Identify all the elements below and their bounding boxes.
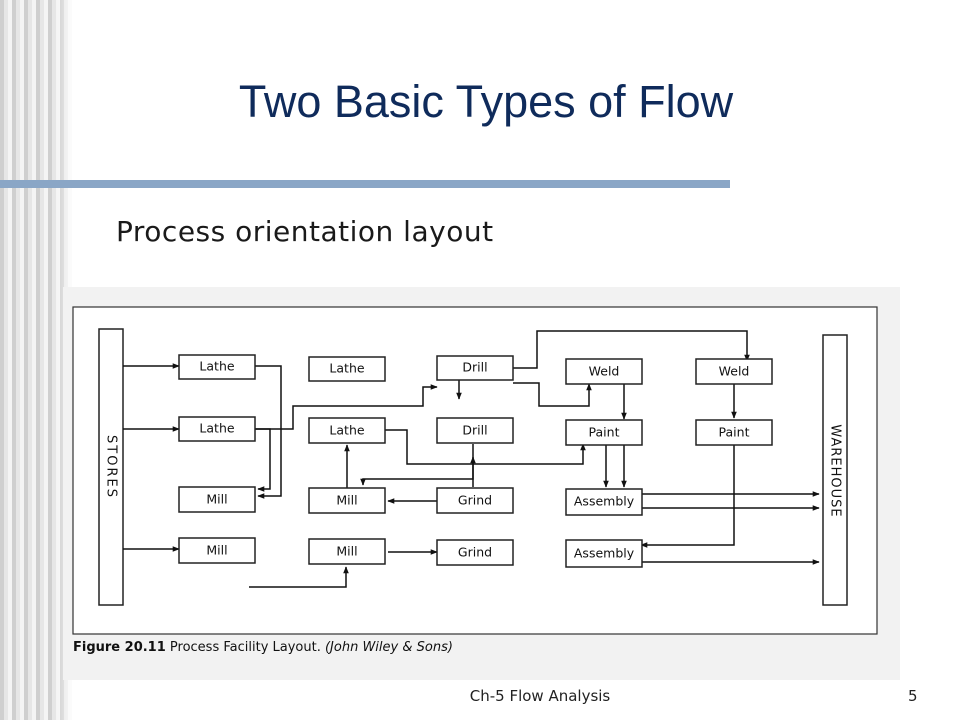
station-mill: Mill bbox=[178, 486, 256, 513]
svg-text:Weld: Weld bbox=[719, 364, 750, 379]
slide-title: Two Basic Types of Flow bbox=[238, 76, 734, 127]
warehouse-label: WAREHOUSE bbox=[828, 424, 843, 517]
svg-text:Drill: Drill bbox=[462, 360, 487, 375]
station-weld: Weld bbox=[565, 358, 643, 385]
slide-subtitle: Process orientation layout bbox=[116, 215, 494, 248]
station-lathe: Lathe bbox=[178, 354, 256, 380]
svg-text:Grind: Grind bbox=[458, 545, 492, 560]
svg-text:Paint: Paint bbox=[719, 425, 750, 440]
svg-text:Assembly: Assembly bbox=[574, 546, 635, 561]
station-lathe: Lathe bbox=[308, 417, 386, 444]
station-lathe: Lathe bbox=[178, 416, 256, 442]
footer-page-number: 5 bbox=[908, 687, 918, 705]
station-drill: Drill bbox=[436, 355, 514, 381]
svg-text:Weld: Weld bbox=[589, 364, 620, 379]
station-mill: Mill bbox=[178, 537, 256, 564]
svg-text:Mill: Mill bbox=[336, 544, 357, 559]
svg-text:Lathe: Lathe bbox=[329, 423, 364, 438]
footer-chapter: Ch-5 Flow Analysis bbox=[469, 687, 611, 705]
svg-text:Drill: Drill bbox=[462, 423, 487, 438]
svg-text:Lathe: Lathe bbox=[199, 421, 234, 436]
figure-caption: Figure 20.11 Process Facility Layout. (J… bbox=[73, 640, 453, 655]
svg-text:Mill: Mill bbox=[336, 493, 357, 508]
svg-text:Paint: Paint bbox=[589, 425, 620, 440]
svg-text:Mill: Mill bbox=[206, 543, 227, 558]
title-underline bbox=[0, 180, 730, 188]
svg-text:Lathe: Lathe bbox=[199, 359, 234, 374]
station-mill: Mill bbox=[308, 487, 386, 514]
svg-text:Grind: Grind bbox=[458, 493, 492, 508]
stores-label: STORES bbox=[104, 435, 119, 499]
station-grind: Grind bbox=[436, 539, 514, 566]
station-paint: Paint bbox=[565, 419, 643, 446]
station-mill: Mill bbox=[308, 538, 386, 565]
station-weld: Weld bbox=[695, 358, 773, 385]
svg-text:Assembly: Assembly bbox=[574, 494, 635, 509]
station-paint: Paint bbox=[695, 419, 773, 446]
station-assembly: Assembly bbox=[565, 539, 643, 568]
svg-text:Mill: Mill bbox=[206, 492, 227, 507]
station-drill: Drill bbox=[436, 417, 514, 444]
process-layout-diagram: STORES WAREHOUSE bbox=[72, 306, 878, 655]
svg-text:Lathe: Lathe bbox=[329, 361, 364, 376]
flow-lines bbox=[123, 330, 820, 588]
stores-column: STORES bbox=[98, 328, 124, 606]
station-grind: Grind bbox=[436, 487, 514, 514]
station-lathe: Lathe bbox=[308, 356, 386, 382]
station-assembly: Assembly bbox=[565, 488, 643, 516]
warehouse-column: WAREHOUSE bbox=[822, 334, 848, 606]
